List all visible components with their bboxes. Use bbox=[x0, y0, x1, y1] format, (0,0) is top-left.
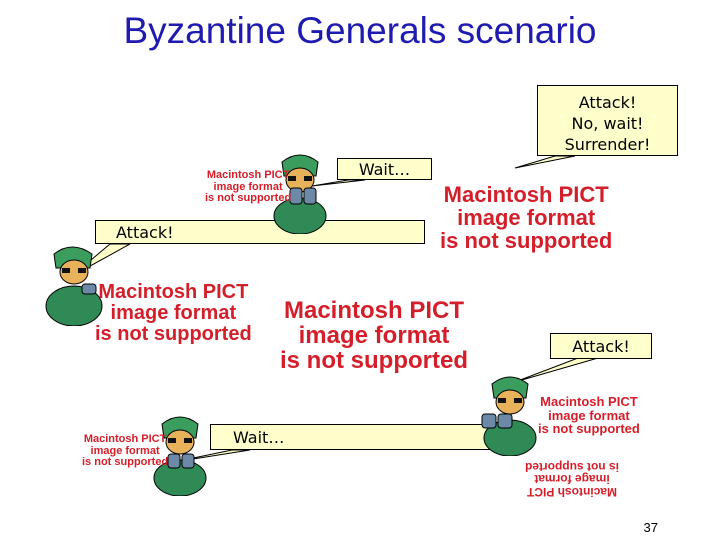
general-left-icon bbox=[45, 246, 103, 326]
pict-line: Macintosh PICT bbox=[98, 281, 249, 303]
pict-line: Macintosh PICT bbox=[443, 182, 609, 207]
pict-line: Macintosh PICT bbox=[83, 433, 167, 445]
pict-line: image format bbox=[457, 205, 596, 231]
pict-placeholder-bottom-small: Macintosh PICT image format is not suppo… bbox=[82, 433, 169, 469]
bubble-wait-top: Wait… bbox=[337, 158, 432, 180]
pict-line: image format bbox=[534, 472, 610, 487]
bubble-line-no-wait: No, wait! bbox=[571, 114, 644, 133]
bubble-attack-right: Attack! bbox=[550, 333, 652, 359]
bubble-line-attack: Attack! bbox=[578, 93, 637, 112]
pict-line: Macintosh PICT bbox=[540, 394, 638, 409]
general-bottom-icon bbox=[153, 416, 207, 496]
pict-line: is not supported bbox=[525, 459, 619, 474]
slide-title: Byzantine Generals scenario bbox=[123, 10, 597, 51]
pict-placeholder-right-small: Macintosh PICT image format is not suppo… bbox=[538, 395, 640, 436]
pict-line: image format bbox=[110, 302, 237, 324]
pict-line: is not supported bbox=[440, 228, 613, 254]
pict-line: is not supported bbox=[205, 192, 292, 205]
pict-placeholder-center: Macintosh PICT image format is not suppo… bbox=[280, 298, 468, 374]
pict-placeholder-right-mirrored: Macintosh PICT image format is not suppo… bbox=[525, 459, 619, 499]
tail-top-right bbox=[514, 155, 576, 169]
pict-line: Macintosh PICT bbox=[206, 169, 290, 181]
page-number: 37 bbox=[643, 520, 658, 535]
pict-line: Macintosh PICT bbox=[283, 297, 464, 324]
bubble-wait-bottom: Wait… bbox=[210, 424, 510, 450]
pict-line: Macintosh PICT bbox=[527, 484, 618, 499]
pict-line: is not supported bbox=[82, 456, 169, 469]
pict-line: is not supported bbox=[95, 323, 252, 345]
pict-line: image format bbox=[90, 444, 160, 457]
general-right-icon bbox=[481, 376, 537, 456]
pict-line: is not supported bbox=[280, 347, 468, 375]
bubble-top-right: Attack! No, wait! Surrender! bbox=[537, 85, 678, 156]
pict-line: image format bbox=[298, 322, 450, 350]
pict-placeholder-top-small: Macintosh PICT image format is not suppo… bbox=[205, 169, 292, 205]
pict-line: image format bbox=[213, 180, 283, 193]
pict-placeholder-left: Macintosh PICT image format is not suppo… bbox=[95, 282, 252, 345]
bubble-line-surrender: Surrender! bbox=[564, 135, 651, 154]
pict-line: is not supported bbox=[538, 421, 640, 437]
bubble-attack-left: Attack! bbox=[95, 220, 425, 244]
pict-placeholder-top-right: Macintosh PICT image format is not suppo… bbox=[440, 183, 612, 252]
general-top-icon bbox=[273, 154, 327, 234]
pict-line: image format bbox=[548, 407, 630, 423]
